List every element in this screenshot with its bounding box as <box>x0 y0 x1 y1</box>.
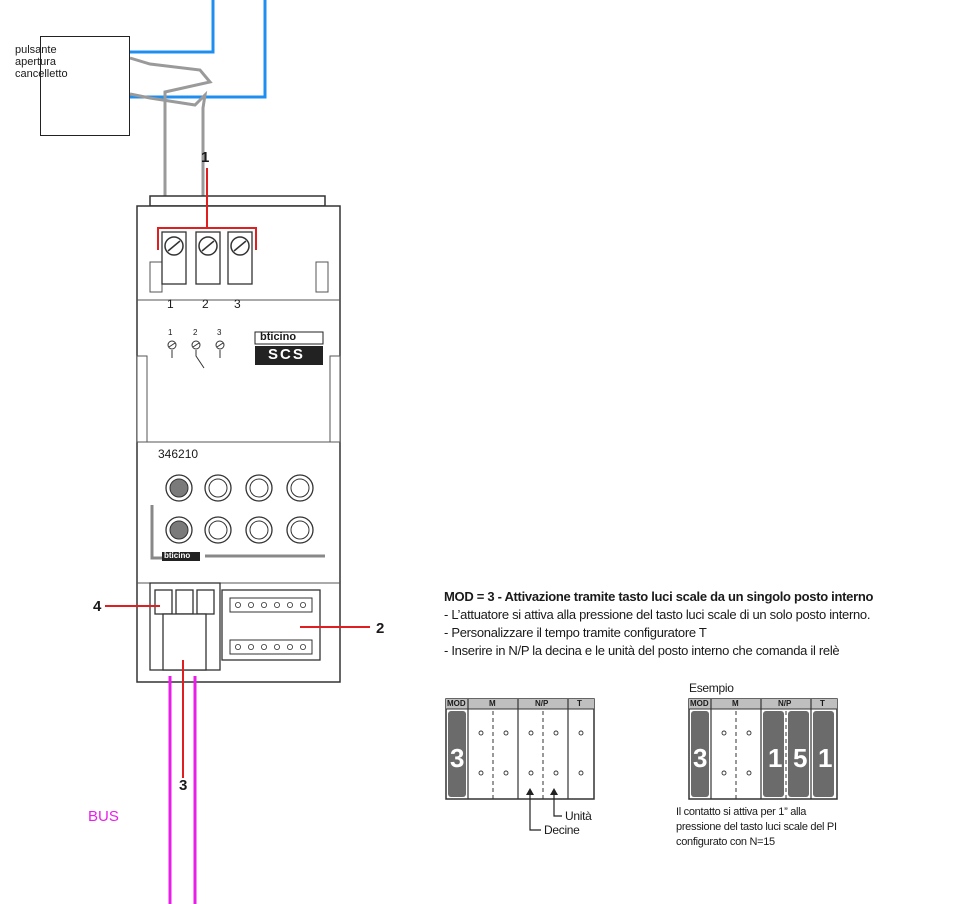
gate-button-box <box>40 36 130 136</box>
grey-wire-to-terminal-2 <box>129 90 208 232</box>
gate-button-label: pulsante apertura cancelletto <box>15 44 68 80</box>
brand-scs: SCS <box>268 346 305 363</box>
contact-label-3: 3 <box>217 328 222 337</box>
right-header-t: T <box>820 699 825 708</box>
callout-4: 4 <box>93 598 102 615</box>
product-code: 346210 <box>158 447 199 461</box>
terminal-block <box>161 231 253 285</box>
left-mod-value: 3 <box>450 743 465 773</box>
left-header-mod: MOD <box>447 699 466 708</box>
dip-switch-panel <box>150 474 325 561</box>
brand-name: bticino <box>260 331 297 343</box>
bus-label: BUS <box>88 808 119 825</box>
config-table-right <box>688 698 838 800</box>
right-header-mod: MOD <box>690 699 709 708</box>
mode-title: MOD = 3 - Attivazione tramite tasto luci… <box>444 589 874 604</box>
right-header-np: N/P <box>778 699 792 708</box>
left-header-np: N/P <box>535 699 549 708</box>
blue-wire-left <box>130 0 215 54</box>
contact-symbol <box>167 340 225 369</box>
bottom-brand: bticino <box>164 551 191 560</box>
right-np-unita: 5 <box>793 743 808 773</box>
grey-wire-to-terminal-1 <box>129 56 213 232</box>
arrow-label-decine: Decine <box>544 823 580 837</box>
example-explanation: Il contatto si attiva per 1” alla pressi… <box>676 806 837 848</box>
note-line-3: - Inserire in N/P la decina e le unità d… <box>444 643 840 658</box>
left-header-m: M <box>489 699 496 708</box>
contact-label-2: 2 <box>193 328 198 337</box>
terminal-label-2: 2 <box>202 297 209 311</box>
terminal-label-1: 1 <box>167 297 174 311</box>
callout-3: 3 <box>179 777 188 794</box>
config-table-left <box>445 698 595 831</box>
terminal-label-3: 3 <box>234 297 241 311</box>
brand-logo <box>254 331 324 365</box>
right-np-decine: 1 <box>768 743 783 773</box>
note-line-2: - Personalizzare il tempo tramite config… <box>444 625 707 640</box>
example-caption: Esempio <box>689 681 734 695</box>
right-mod-value: 3 <box>693 743 708 773</box>
right-header-m: M <box>732 699 739 708</box>
callout-1: 1 <box>201 149 210 166</box>
bus-connector <box>149 582 221 671</box>
mode-description: MOD = 3 - Attivazione tramite tasto luci… <box>444 588 873 660</box>
contact-label-1: 1 <box>168 328 173 337</box>
left-header-t: T <box>577 699 582 708</box>
blue-wire-right <box>130 0 267 99</box>
right-t-value: 1 <box>818 743 833 773</box>
callout-2: 2 <box>376 620 385 637</box>
note-line-1: - L’attuatore si attiva alla pressione d… <box>444 607 871 622</box>
programming-connector <box>221 589 321 661</box>
arrow-label-unita: Unità <box>565 809 592 823</box>
